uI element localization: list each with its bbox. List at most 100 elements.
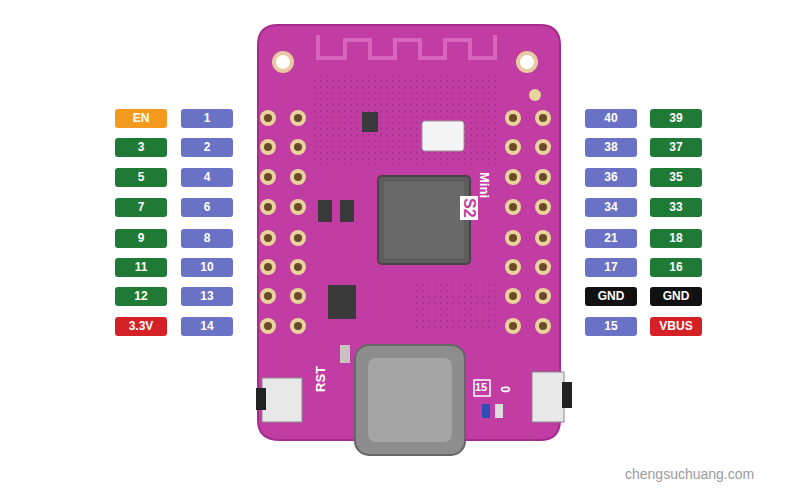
pin-hole: [509, 292, 517, 300]
pin-hole: [264, 234, 272, 242]
pin-label: 1: [204, 111, 211, 125]
pin-pad: [260, 139, 276, 155]
pin-hole: [294, 143, 302, 151]
pin-label-box: 4: [181, 168, 233, 187]
pin-pad: [290, 259, 306, 275]
pin-hole: [294, 234, 302, 242]
pin-label-box: GND: [650, 287, 702, 306]
pin-hole: [539, 114, 547, 122]
pin-label: 4: [204, 170, 211, 184]
pin-hole: [509, 143, 517, 151]
pin-label-box: 39: [650, 109, 702, 128]
pin-label: 6: [204, 200, 211, 214]
pin-label: VBUS: [659, 319, 692, 333]
pin-hole: [264, 292, 272, 300]
pin-label: 11: [135, 260, 148, 274]
pin-label: 16: [669, 260, 682, 274]
pin-hole: [509, 263, 517, 271]
pin-label-box: 1: [181, 109, 233, 128]
pin-label: 8: [204, 231, 211, 245]
pin-pad: [260, 199, 276, 215]
pin-pad: [505, 139, 521, 155]
pin-label-box: 40: [585, 109, 637, 128]
pin-label: 18: [669, 231, 682, 245]
pin-label-box: EN: [115, 109, 167, 128]
pin-label-box: 15: [585, 317, 637, 336]
pin-pad: [505, 199, 521, 215]
pin-pad: [535, 318, 551, 334]
pin-pad: [535, 288, 551, 304]
pin-label: 21: [604, 231, 617, 245]
pin-hole: [539, 292, 547, 300]
pin-label: 38: [604, 140, 617, 154]
pin-pad: [505, 318, 521, 334]
pin-hole: [294, 114, 302, 122]
pin-label-box: VBUS: [650, 317, 702, 336]
pin-label-box: 11: [115, 258, 167, 277]
pin-pad: [535, 110, 551, 126]
pin-label: 2: [204, 140, 211, 154]
pin-label: EN: [133, 111, 150, 125]
pin-label-box: GND: [585, 287, 637, 306]
pin-pad: [290, 230, 306, 246]
pin-label: GND: [598, 289, 625, 303]
pin-pad: [260, 318, 276, 334]
pin-label: 34: [604, 200, 617, 214]
pin-label: 36: [604, 170, 617, 184]
pin-label: GND: [663, 289, 690, 303]
watermark: chengsuchuang.com: [625, 466, 754, 482]
silkscreen-text: RST: [313, 366, 328, 392]
pin-label: 40: [604, 111, 617, 125]
pin-pad: [535, 230, 551, 246]
pin-hole: [294, 263, 302, 271]
pin-label-box: 2: [181, 138, 233, 157]
pin-label: 3.3V: [129, 319, 154, 333]
pin-pad: [290, 288, 306, 304]
pin-label-box: 12: [115, 287, 167, 306]
pin-label: 14: [200, 319, 213, 333]
pin-hole: [509, 322, 517, 330]
silkscreen-text: Mini: [477, 172, 492, 198]
pin-hole: [509, 114, 517, 122]
pin-hole: [294, 322, 302, 330]
pin-hole: [539, 203, 547, 211]
pin-label-box: 37: [650, 138, 702, 157]
pin-hole: [509, 234, 517, 242]
pin-label-box: 14: [181, 317, 233, 336]
pin-label: 9: [138, 231, 145, 245]
pin-hole: [539, 234, 547, 242]
pin-pad: [535, 139, 551, 155]
pin-label-box: 16: [650, 258, 702, 277]
pin-label: 12: [134, 289, 147, 303]
pin-pad: [290, 110, 306, 126]
pin-label: 5: [138, 170, 145, 184]
pin-hole: [294, 173, 302, 181]
pin-pad: [260, 230, 276, 246]
pin-pad: [290, 139, 306, 155]
pin-label: 39: [669, 111, 682, 125]
pin-hole: [294, 203, 302, 211]
pin-label-box: 6: [181, 198, 233, 217]
pin-pad: [290, 318, 306, 334]
pin-label-box: 35: [650, 168, 702, 187]
pin-pad: [260, 259, 276, 275]
pin-label: 17: [604, 260, 617, 274]
pin-hole: [264, 322, 272, 330]
silkscreen-text: 0: [498, 386, 512, 393]
pin-pad: [505, 230, 521, 246]
pin-hole: [264, 203, 272, 211]
pin-pad: [505, 169, 521, 185]
pin-label-box: 34: [585, 198, 637, 217]
pin-pad: [535, 259, 551, 275]
pin-pad: [260, 110, 276, 126]
pin-pad: [290, 199, 306, 215]
pin-pad: [535, 199, 551, 215]
pin-label: 35: [669, 170, 682, 184]
pin-hole: [509, 203, 517, 211]
pin-label-box: 18: [650, 229, 702, 248]
pin-hole: [509, 173, 517, 181]
silkscreen-text: 15: [475, 381, 487, 393]
pin-hole: [264, 263, 272, 271]
pin-label: 15: [604, 319, 617, 333]
pin-label-box: 8: [181, 229, 233, 248]
